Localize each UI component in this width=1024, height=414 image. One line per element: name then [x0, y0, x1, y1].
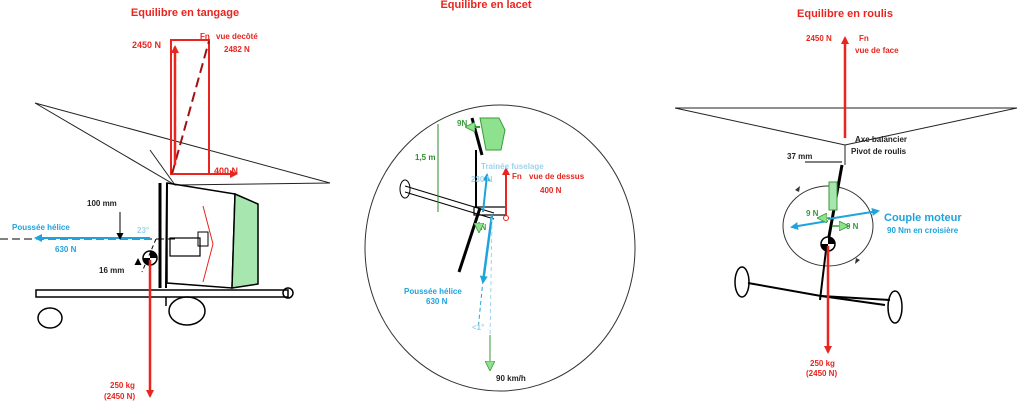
pitch-angle-label: 23°	[137, 226, 149, 235]
yaw-tail-fin	[479, 117, 506, 151]
yaw-view-label: vue de dessus	[529, 172, 585, 181]
yaw-wing-circle	[364, 104, 636, 392]
pitch-view-label: vue decôté	[216, 32, 258, 41]
yaw-drag-label: Trainée fuselage	[481, 162, 544, 171]
yaw-drag-value: 230 N	[471, 175, 493, 184]
roll-weight-n: (2450 N)	[806, 369, 837, 378]
pitch-fn-label: Fn	[200, 32, 210, 41]
roll-title: Equilibre en roulis	[797, 8, 893, 20]
pitch-offset-top: 100 mm	[87, 199, 117, 208]
pitch-offset-bottom: 16 mm	[99, 266, 124, 275]
roll-rotation-mark-right	[855, 258, 860, 264]
pitch-propeller	[202, 205, 214, 283]
yaw-thrust-arrow	[479, 214, 494, 284]
pitch-title: Equilibre en tangage	[131, 7, 239, 19]
roll-weight-kg: 250 kg	[810, 359, 835, 368]
pitch-thrust-label: Poussée hélice	[12, 223, 70, 232]
yaw-small-force: 9N	[476, 223, 486, 232]
pitch-force-rectangle	[170, 39, 238, 178]
pitch-fn-value: 2482 N	[224, 45, 250, 54]
yaw-thrust-line	[477, 279, 484, 331]
pitch-chassis	[35, 287, 294, 329]
pitch-lift-left: 2450 N	[132, 40, 161, 50]
pitch-horizontal-force: 400 N	[214, 166, 238, 176]
roll-view-label: vue de face	[855, 46, 899, 55]
pitch-wing	[34, 102, 331, 186]
roll-torque-value: 90 Nm en croisière	[887, 226, 959, 235]
roll-center-of-gravity	[820, 236, 836, 252]
pitch-weight-kg: 250 kg	[110, 381, 135, 390]
yaw-axis-line	[489, 217, 493, 341]
yaw-drag-arrow	[482, 173, 491, 213]
pitch-fuselage	[158, 182, 259, 289]
yaw-tail-force: 9N	[457, 119, 467, 128]
yaw-speed-label: 90 km/h	[496, 374, 526, 383]
roll-pivot-label: Pivot de roulis	[851, 147, 907, 156]
roll-axis-label: Axe balancier	[855, 135, 907, 144]
roll-torque-arrow-right	[827, 207, 880, 220]
pitch-panel: Equilibre en tangage 2450 N Fn vue decôt…	[0, 7, 331, 401]
roll-torque-arrow-left	[790, 220, 829, 230]
yaw-panel: Equilibre en lacet 1,5 m 9N Trainée fuse…	[364, 0, 636, 392]
roll-lift: 2450 N	[806, 34, 832, 43]
roll-rotation-mark-left	[795, 186, 800, 192]
roll-force-left: 9 N	[806, 209, 819, 218]
roll-force-right: 9 N	[846, 222, 859, 231]
pitch-weight-n: (2450 N)	[104, 392, 135, 401]
yaw-thrust-value: 630 N	[426, 297, 448, 306]
roll-torque-label: Couple moteur	[884, 212, 962, 224]
yaw-angle-label: <1°	[472, 323, 484, 332]
roll-fn-label: Fn	[859, 34, 869, 43]
roll-panel: Equilibre en roulis 2450 N Fn vue de fac…	[674, 8, 1018, 378]
yaw-fn-value: 400 N	[540, 186, 562, 195]
roll-offset: 37 mm	[787, 152, 812, 161]
pitch-thrust-value: 630 N	[55, 245, 77, 254]
yaw-fn-label: Fn	[512, 172, 522, 181]
yaw-arm-length: 1,5 m	[415, 153, 435, 162]
yaw-thrust-label: Poussée hélice	[404, 287, 462, 296]
yaw-title: Equilibre en lacet	[440, 0, 531, 11]
roll-seat	[828, 181, 838, 211]
roll-landing-gear	[734, 266, 903, 324]
pitch-lift-line	[141, 238, 157, 273]
